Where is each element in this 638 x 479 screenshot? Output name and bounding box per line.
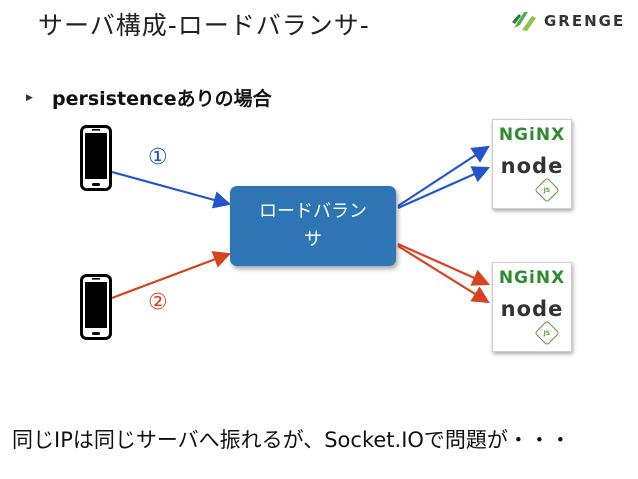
- server-2: NGiNX node JS: [492, 262, 572, 352]
- slide-title: サーバ構成-ロードバランサ-: [38, 11, 370, 40]
- arrow-lb-to-server2-nginx: [397, 242, 491, 286]
- js-badge-text: JS: [543, 186, 551, 194]
- nginx-logo: NGiNX: [497, 268, 567, 290]
- load-balancer-box: ロードバランサ: [230, 186, 396, 266]
- server-1: NGiNX node JS: [492, 119, 572, 209]
- arrow-client2-to-lb: [111, 251, 232, 300]
- arrow-lb-to-server1-node: [397, 166, 491, 210]
- smartphone-icon: [80, 274, 112, 340]
- nodejs-logo-text: node: [500, 154, 564, 178]
- js-badge-text: JS: [543, 329, 551, 337]
- arrow-lb-to-server1-nginx: [397, 145, 490, 207]
- client-1-marker: ①: [148, 145, 168, 170]
- arrow-client1-to-lb: [111, 170, 232, 209]
- nodejs-js-badge: JS: [534, 177, 560, 203]
- nodejs-logo-text: node: [500, 297, 564, 321]
- nginx-logo-text: NGiNX: [498, 268, 566, 288]
- nodejs-js-badge: JS: [534, 320, 560, 346]
- bullet-triangle-icon: ▶: [26, 93, 33, 103]
- bullet-text: persistenceありの場合: [52, 88, 272, 110]
- load-balancer-label: ロードバランサ: [259, 201, 367, 250]
- footer-note: 同じIPは同じサーバへ振れるが、Socket.IOで問題が・・・: [12, 428, 571, 452]
- nodejs-logo: node JS: [497, 154, 567, 204]
- grenge-logo: GRENGE: [510, 8, 628, 34]
- arrow-lb-to-server2-node: [397, 245, 490, 304]
- logo-text: GRENGE: [544, 12, 626, 30]
- nodejs-logo: node JS: [497, 297, 567, 347]
- nginx-logo-text: NGiNX: [498, 125, 566, 145]
- grenge-logo-icon: [512, 12, 536, 31]
- nginx-logo: NGiNX: [497, 125, 567, 147]
- client-2-marker: ②: [148, 290, 168, 315]
- smartphone-icon: [80, 125, 112, 191]
